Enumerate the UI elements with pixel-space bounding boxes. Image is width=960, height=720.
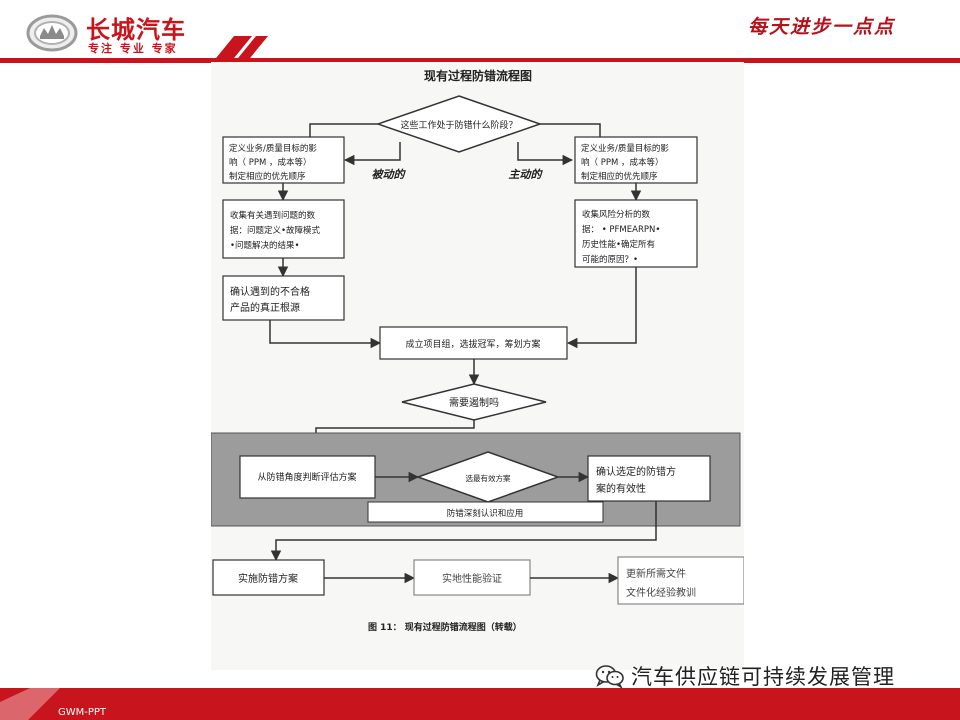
right-collect-box	[574, 199, 698, 268]
left-root-cause-box	[222, 275, 345, 321]
left-define-text: 定义业务/质量目标的影 响（ PPM ，成本等） 制定相应的优先顺序	[229, 143, 320, 182]
figure-caption: 图 11： 现有过程防错流程图（转载）	[368, 621, 522, 633]
header-accent-stripes	[212, 36, 268, 63]
active-label: 主动的	[509, 168, 544, 181]
brand-tagline: 专注 专业 专家	[88, 42, 178, 55]
assess-box	[239, 455, 376, 499]
project-team-box	[379, 326, 568, 360]
stage-decision-diamond	[375, 95, 543, 153]
right-define-text: 定义业务/质量目标的影 响（ PPM ，成本等） 制定相应的优先顺序	[581, 143, 672, 182]
footer-bar	[0, 688, 960, 720]
footer-label: GWM-PPT	[58, 707, 107, 718]
left-collect-text: 收集有关遇到问题的数 据：问题定义•故障模式 •问题解决的结果•	[230, 210, 323, 251]
left-root-cause-text: 确认遇到的不合格 产品的真正根源	[230, 285, 313, 314]
brand-name: 长城汽车	[86, 16, 186, 44]
verify-text: 实地性能验证	[442, 572, 502, 585]
passive-label: 被动的	[372, 168, 407, 181]
flowchart-scan: 现有过程防错流程图 这些工作处于防错什么阶段？ 被动的 主动的 定义业务/质量目…	[211, 62, 744, 670]
containment-decision-text: 需要遏制吗	[449, 396, 499, 409]
update-docs-box	[617, 556, 744, 605]
gray-band-label-box	[367, 501, 604, 523]
stage-decision-text: 这些工作处于防错什么阶段？	[400, 119, 517, 131]
right-define-box	[574, 136, 698, 184]
confirm-text: 确认选定的防错方 案的有效性	[596, 465, 679, 495]
watermark-text: 汽车供应链可持续发展管理	[631, 665, 895, 689]
slogan: 每天进步一点点	[748, 16, 896, 38]
verify-box	[413, 559, 531, 596]
right-collect-text: 收集风险分析的数 据： • PFMEARPN• 历史性能•确定所有 可能的原因？…	[582, 209, 663, 265]
assess-text: 从防错角度判断评估方案	[257, 471, 356, 483]
left-define-box	[222, 136, 345, 184]
confirm-box	[587, 455, 711, 502]
implement-text: 实施防错方案	[238, 572, 298, 585]
project-team-text: 成立项目组，选拔冠军，筹划方案	[405, 338, 540, 350]
header	[0, 0, 960, 62]
great-wall-logo-icon	[26, 14, 78, 52]
watermark: 汽车供应链可持续发展管理	[595, 662, 895, 690]
update-docs-text: 更新所需文件 文件化经验教训	[626, 567, 696, 599]
gray-band-label: 防错深刻认识和应用	[447, 508, 524, 519]
choose-decision-text: 选最有效方案	[466, 473, 511, 483]
header-divider	[0, 58, 960, 63]
wechat-icon	[595, 665, 624, 689]
flowchart-title: 现有过程防错流程图	[424, 68, 532, 83]
